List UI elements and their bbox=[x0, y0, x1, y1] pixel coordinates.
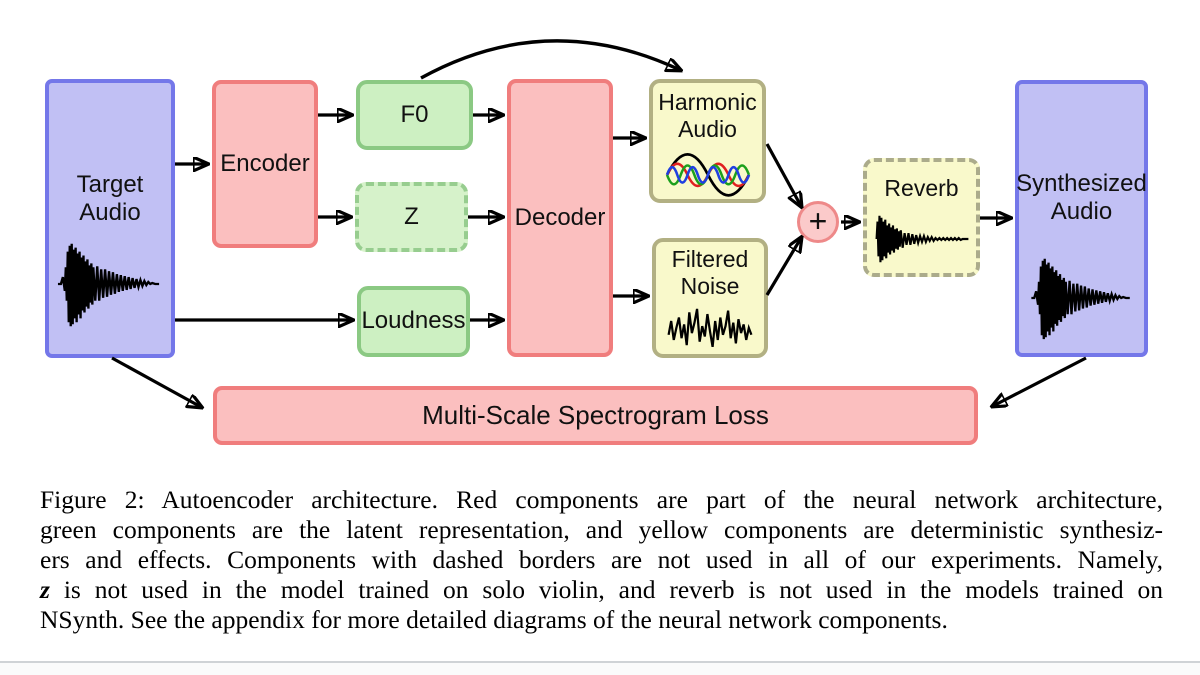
node-label: Target Audio bbox=[77, 171, 144, 228]
caption-text: is not used in the model trained on solo… bbox=[49, 575, 1163, 604]
node-f0: F0 bbox=[356, 80, 473, 150]
node-label-line: Target bbox=[76, 171, 144, 198]
node-decoder: Decoder bbox=[507, 79, 613, 357]
plus-icon: + bbox=[808, 202, 828, 239]
node-loudness: Loudness bbox=[357, 286, 470, 357]
node-label: Harmonic Audio bbox=[658, 89, 756, 143]
node-synthesized-audio: Synthesized Audio bbox=[1015, 80, 1148, 357]
math-variable-z: z bbox=[40, 575, 50, 604]
node-label-line: Audio bbox=[79, 199, 141, 227]
caption-line: NSynth. See the appendix for more detail… bbox=[40, 605, 1163, 635]
node-label-line: Filtered bbox=[671, 246, 749, 272]
caption-text: Figure 2: Autoencoder architecture. Red … bbox=[40, 485, 1163, 514]
caption-line: Figure 2: Autoencoder architecture. Red … bbox=[40, 485, 1163, 515]
arrow-target-to-loss bbox=[111, 356, 201, 407]
node-label-line: Synthesized bbox=[1016, 170, 1147, 197]
bottom-divider bbox=[0, 661, 1200, 675]
node-filtered-noise: Filtered Noise bbox=[652, 238, 768, 358]
node-label-line: Audio bbox=[1050, 198, 1113, 226]
node-label: Filtered Noise bbox=[672, 246, 749, 300]
caption-text: green components are the latent represen… bbox=[40, 515, 1163, 544]
node-label-line: Audio bbox=[678, 116, 737, 143]
node-label: Multi-Scale Spectrogram Loss bbox=[422, 400, 769, 431]
decay-waveform-icon bbox=[875, 215, 968, 263]
arrow-f0-to-harmonic-curved bbox=[420, 39, 680, 80]
arrow-harmonic-to-sum bbox=[765, 143, 801, 206]
node-label-line: Harmonic bbox=[658, 89, 757, 115]
node-label: Decoder bbox=[514, 203, 606, 231]
figure-caption: Figure 2: Autoencoder architecture. Red … bbox=[40, 485, 1163, 635]
node-sum: + bbox=[797, 201, 839, 243]
node-label: Synthesized Audio bbox=[1016, 170, 1147, 227]
sine-waves-icon bbox=[665, 153, 750, 197]
node-label: Reverb bbox=[884, 174, 959, 201]
node-harmonic-audio: Harmonic Audio bbox=[649, 79, 766, 203]
node-label: Z bbox=[404, 202, 419, 230]
node-label: Encoder bbox=[220, 149, 310, 177]
caption-text: ers and effects. Components with dashed … bbox=[40, 545, 1163, 574]
arrow-filtered-to-sum bbox=[765, 238, 801, 296]
node-encoder: Encoder bbox=[212, 80, 318, 248]
node-multiscale-spectrogram-loss: Multi-Scale Spectrogram Loss bbox=[213, 386, 978, 445]
caption-text: NSynth. See the appendix for more detail… bbox=[40, 605, 948, 634]
node-z: Z bbox=[355, 182, 468, 252]
caption-line: green components are the latent represen… bbox=[40, 515, 1163, 545]
caption-line: z is not used in the model trained on so… bbox=[40, 575, 1163, 605]
node-label-line: Noise bbox=[680, 273, 740, 300]
noise-waveform-icon bbox=[667, 308, 753, 348]
arrow-synthesized-to-loss bbox=[993, 356, 1087, 406]
audio-waveform-icon bbox=[57, 243, 160, 326]
node-label: Loudness bbox=[361, 307, 466, 335]
node-target-audio: Target Audio bbox=[45, 79, 175, 358]
audio-waveform-icon bbox=[1030, 258, 1130, 339]
caption-line: ers and effects. Components with dashed … bbox=[40, 545, 1163, 575]
node-reverb: Reverb bbox=[863, 158, 980, 277]
node-label: F0 bbox=[400, 100, 429, 128]
